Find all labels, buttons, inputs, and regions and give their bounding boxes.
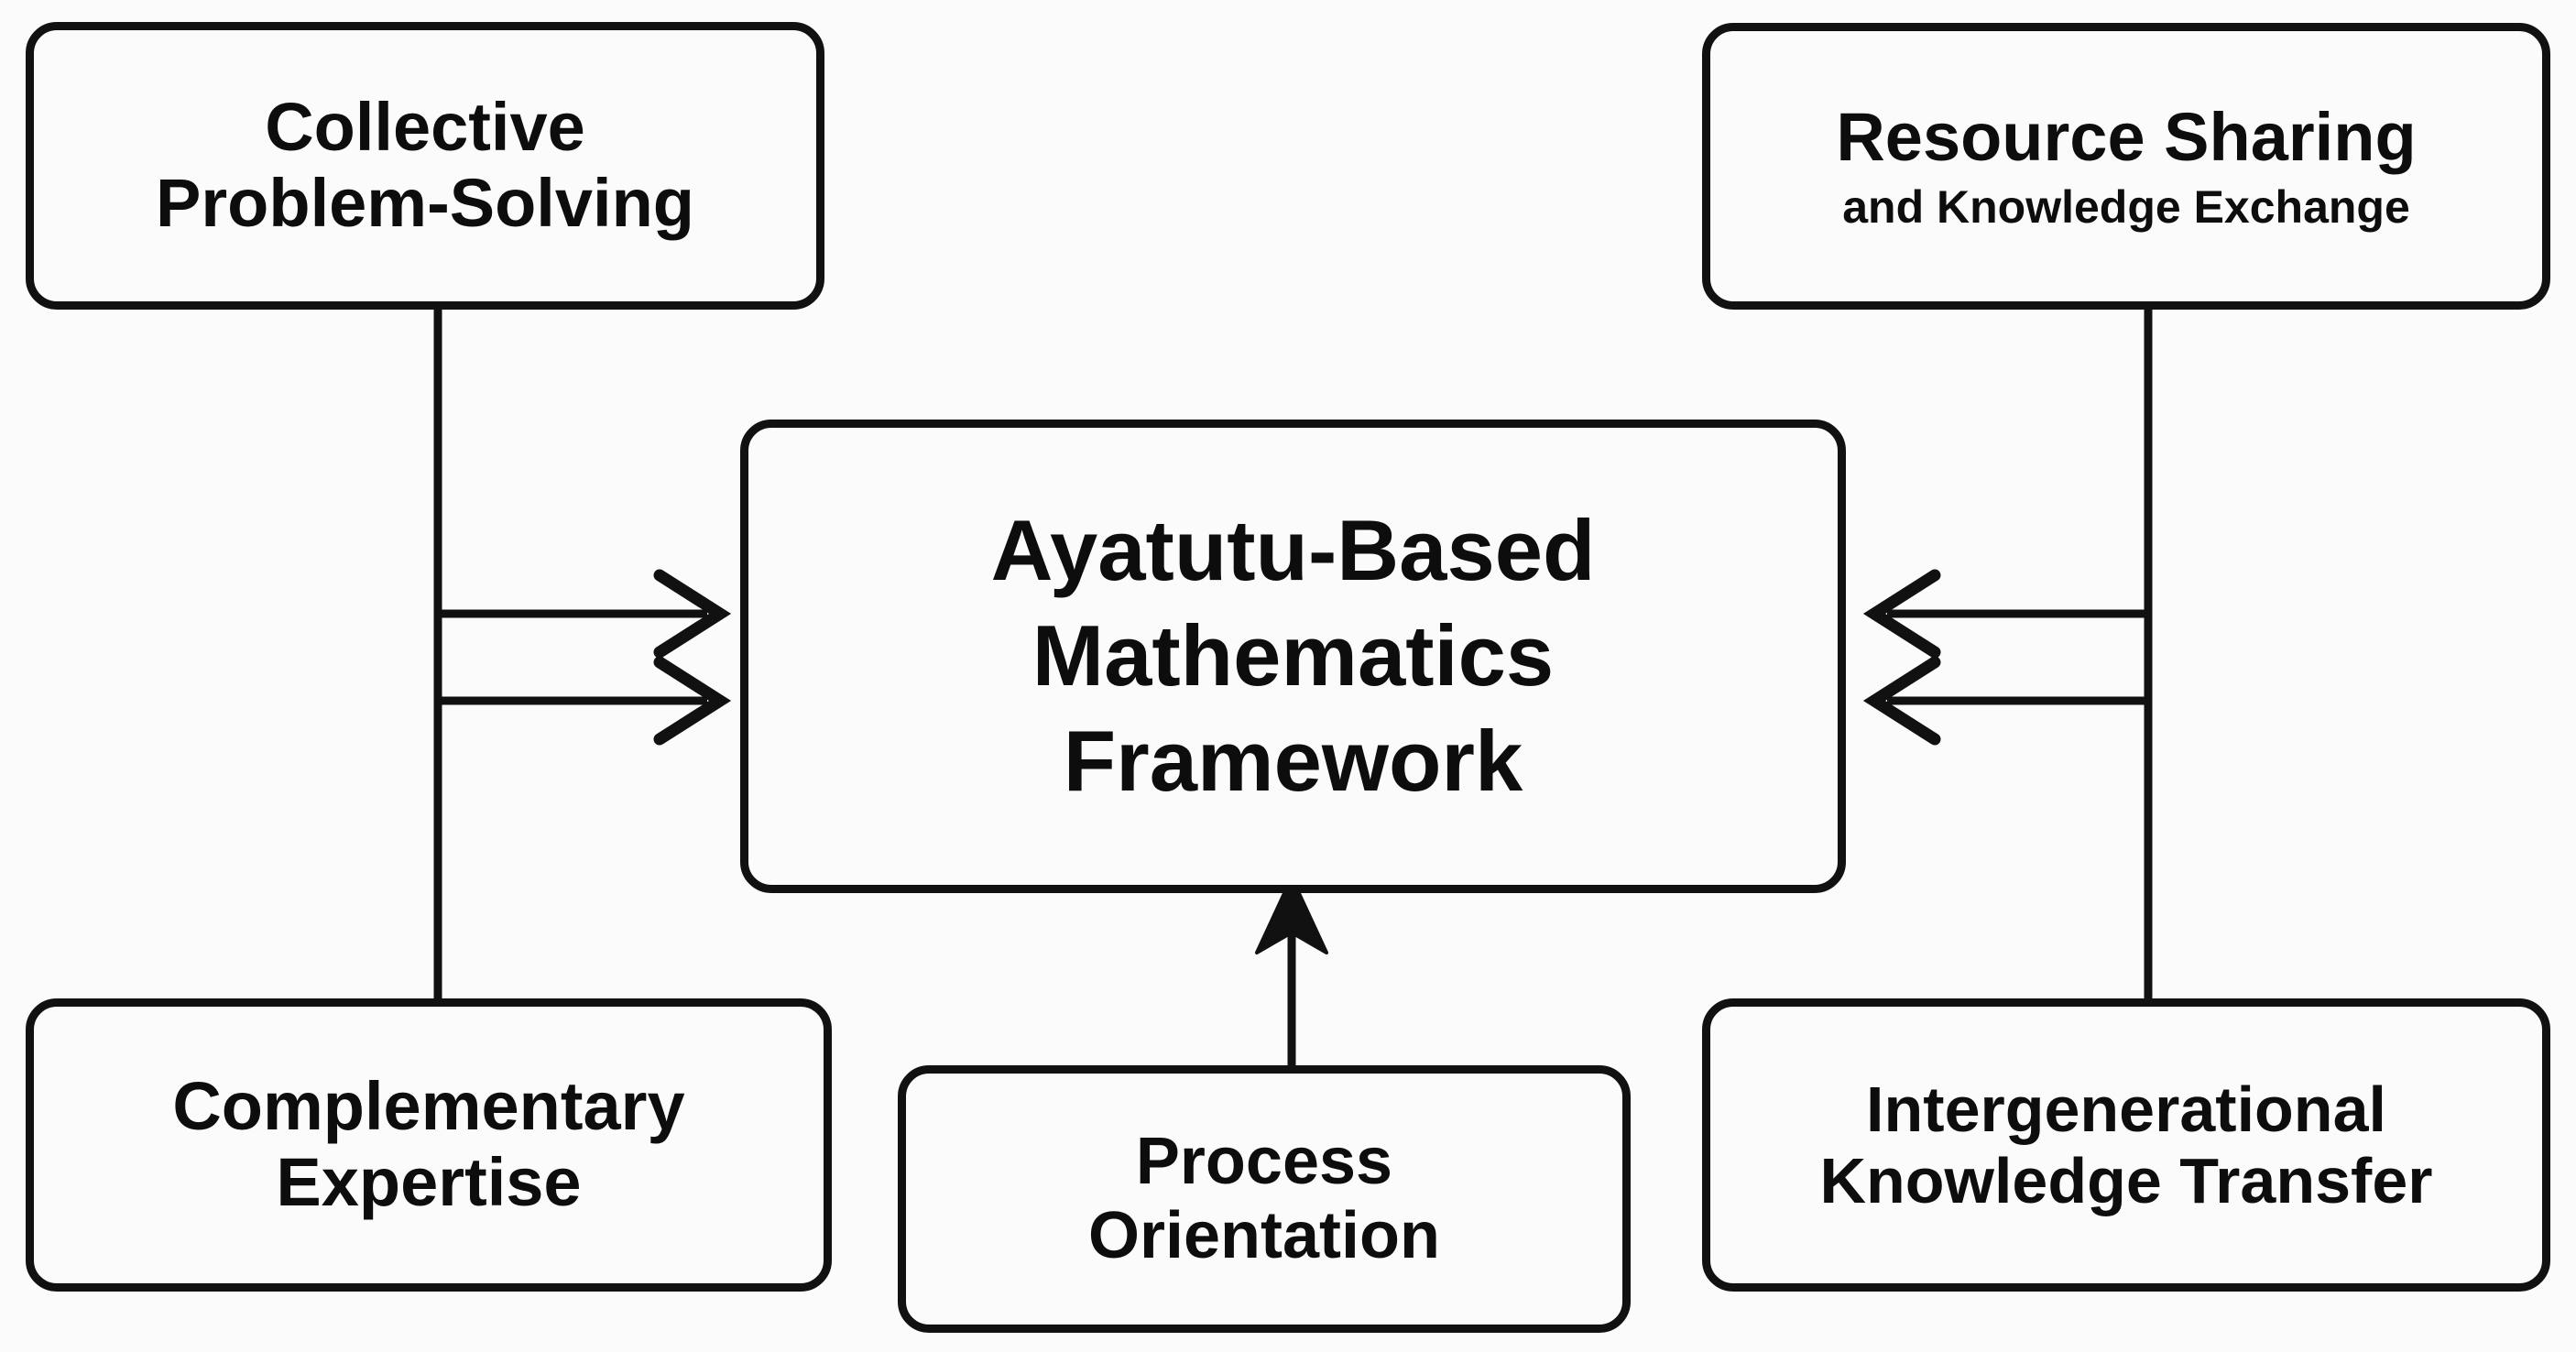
center-label-line: Ayatutu-Based — [990, 502, 1596, 599]
node-label-line: Collective — [265, 89, 585, 166]
node-resource-sharing[interactable]: Resource Sharing and Knowledge Exchange — [1702, 23, 2550, 310]
node-label-line: Process — [1135, 1125, 1393, 1199]
node-label-line: Knowledge Transfer — [1819, 1145, 2433, 1216]
node-ayatutu-based-mathematics-framework[interactable]: Ayatutu-Based Mathematics Framework — [740, 420, 1846, 893]
center-label-line: Mathematics — [1031, 607, 1555, 704]
node-process-orientation[interactable]: Process Orientation — [898, 1065, 1631, 1333]
node-label-primary: Resource Sharing — [1836, 99, 2417, 176]
node-label-secondary: and Knowledge Exchange — [1842, 180, 2410, 233]
node-label-line: Intergenerational — [1866, 1073, 2386, 1145]
node-label-line: Expertise — [276, 1144, 582, 1220]
arrowhead-complementary-expertise — [653, 656, 732, 746]
node-intergenerational-knowledge-transfer[interactable]: Intergenerational Knowledge Transfer — [1702, 998, 2550, 1292]
arrowhead-collective-problem-solving — [653, 569, 732, 659]
node-label-line: Complementary — [172, 1068, 685, 1145]
node-label-line: Orientation — [1087, 1199, 1440, 1272]
center-label-line: Framework — [1063, 712, 1523, 809]
node-complementary-expertise[interactable]: Complementary Expertise — [26, 998, 832, 1292]
node-collective-problem-solving[interactable]: Collective Problem-Solving — [26, 22, 824, 310]
arrowhead-intergenerational-transfer — [1862, 656, 1941, 746]
node-label-line: Problem-Solving — [156, 165, 694, 241]
arrowhead-resource-sharing — [1862, 569, 1941, 659]
